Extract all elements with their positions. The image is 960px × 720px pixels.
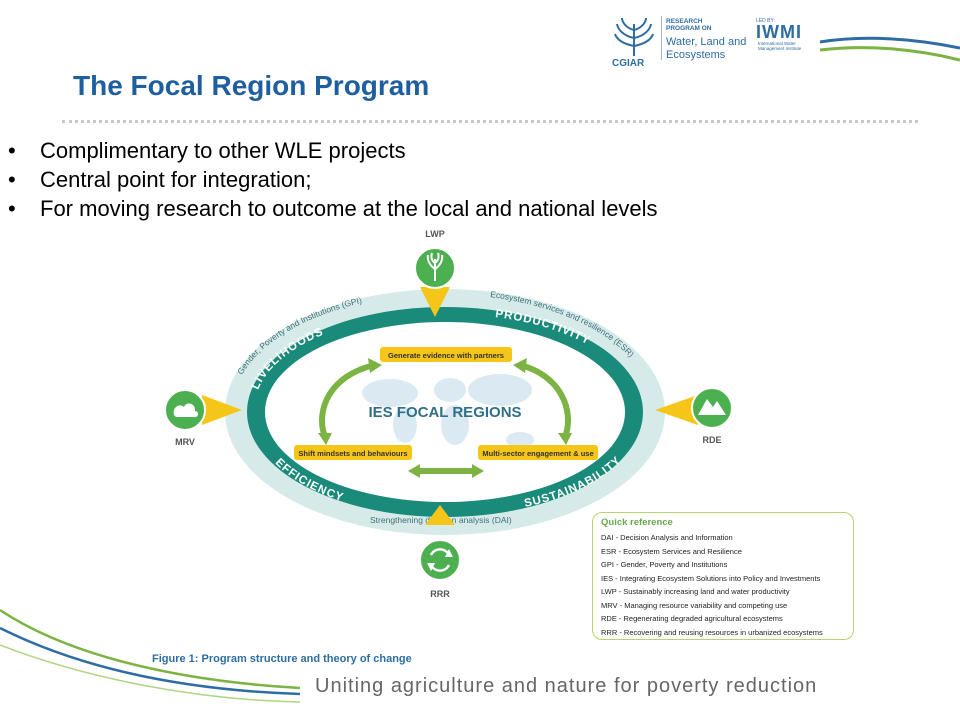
cycle-label-top: Generate evidence with partners [388, 351, 504, 360]
bullet-item: • Central point for integration; [0, 165, 658, 194]
iwmi-subtitle: International Water Management Institute [758, 41, 802, 51]
cycle-label-right: Multi-sector engagement & use [482, 449, 593, 458]
quick-reference-item: IES - Integrating Ecosystem Solutions in… [601, 573, 821, 583]
bullet-marker: • [8, 196, 16, 221]
cgiar-logo-icon [614, 17, 654, 56]
program-name-line-2: Ecosystems [666, 49, 726, 61]
footer-tagline: Uniting agriculture and nature for pover… [315, 675, 818, 697]
landscape-icon [698, 399, 726, 415]
cgiar-label: CGIAR [612, 58, 645, 69]
program-structure-diagram: LIVELIHOODS PRODUCTIVITY EFFICIENCY SUST… [164, 229, 733, 599]
slide-title: The Focal Region Program [73, 70, 430, 101]
bullet-marker: • [8, 138, 16, 163]
weather-icon [173, 403, 198, 417]
program-name-line-1: Water, Land and [666, 36, 747, 48]
title-divider [62, 120, 918, 123]
node-lwp: LWP [414, 229, 456, 317]
quick-reference-panel: Quick reference DAI - Decision Analysis … [592, 512, 854, 640]
node-rde: RDE [655, 387, 733, 445]
node-label-rde: RDE [702, 435, 721, 445]
cycle-box-top [380, 347, 512, 362]
node-label-lwp: LWP [425, 229, 445, 239]
logo-divider [661, 16, 662, 60]
program-name: Water, Land and Ecosystems [666, 36, 761, 62]
quick-reference-item: DAI - Decision Analysis and Information [601, 533, 733, 542]
quick-reference-item: RDE - Regenerating degraded agricultural… [601, 614, 783, 623]
cycle-box-left [294, 445, 412, 460]
bullet-list: • Complimentary to other WLE projects • Ce… [0, 136, 658, 223]
quick-reference-title: Quick reference [601, 517, 673, 528]
center-label: IES FOCAL REGIONS [368, 404, 521, 421]
quick-reference-list: DAI - Decision Analysis and Information … [601, 531, 823, 639]
iwmi-logo: IWMI [756, 22, 802, 42]
program-line-1: RESEARCH [666, 18, 703, 25]
quick-reference-item: ESR - Ecosystem Services and Resilience [601, 546, 742, 556]
quick-reference-item: RRR - Recovering and reusing resources i… [601, 627, 823, 637]
node-mrv: MRV [164, 389, 242, 447]
led-by-label: LED BY: [756, 18, 775, 24]
quick-reference-item: LWP - Sustainably increasing land and wa… [601, 587, 790, 596]
bullet-marker: • [8, 167, 16, 192]
bullet-text: Complimentary to other WLE projects [40, 138, 406, 163]
bullet-item: • For moving research to outcome at the l… [0, 194, 658, 223]
bullet-text: For moving research to outcome at the lo… [40, 196, 658, 221]
tree-icon [426, 252, 444, 281]
node-label-mrv: MRV [175, 437, 195, 447]
node-rrr: RRR [419, 505, 461, 599]
figure-caption: Figure 1: Program structure and theory o… [152, 653, 412, 665]
program-line-2: PROGRAM ON [666, 25, 712, 32]
cycle-box-right [478, 445, 598, 460]
bullet-item: • Complimentary to other WLE projects [0, 136, 658, 165]
program-heading: RESEARCH PROGRAM ON [666, 18, 756, 32]
node-label-rrr: RRR [430, 589, 450, 599]
world-map-icon [362, 374, 534, 448]
bullet-text: Central point for integration; [40, 167, 312, 192]
cycle-arrows [319, 362, 571, 474]
quick-reference-item: GPI - Gender, Poverty and Institutions [601, 560, 728, 569]
cycle-label-left: Shift mindsets and behaviours [298, 449, 407, 458]
arrowheads [318, 358, 572, 478]
quick-reference-item: MRV - Managing resource variability and … [601, 600, 788, 610]
